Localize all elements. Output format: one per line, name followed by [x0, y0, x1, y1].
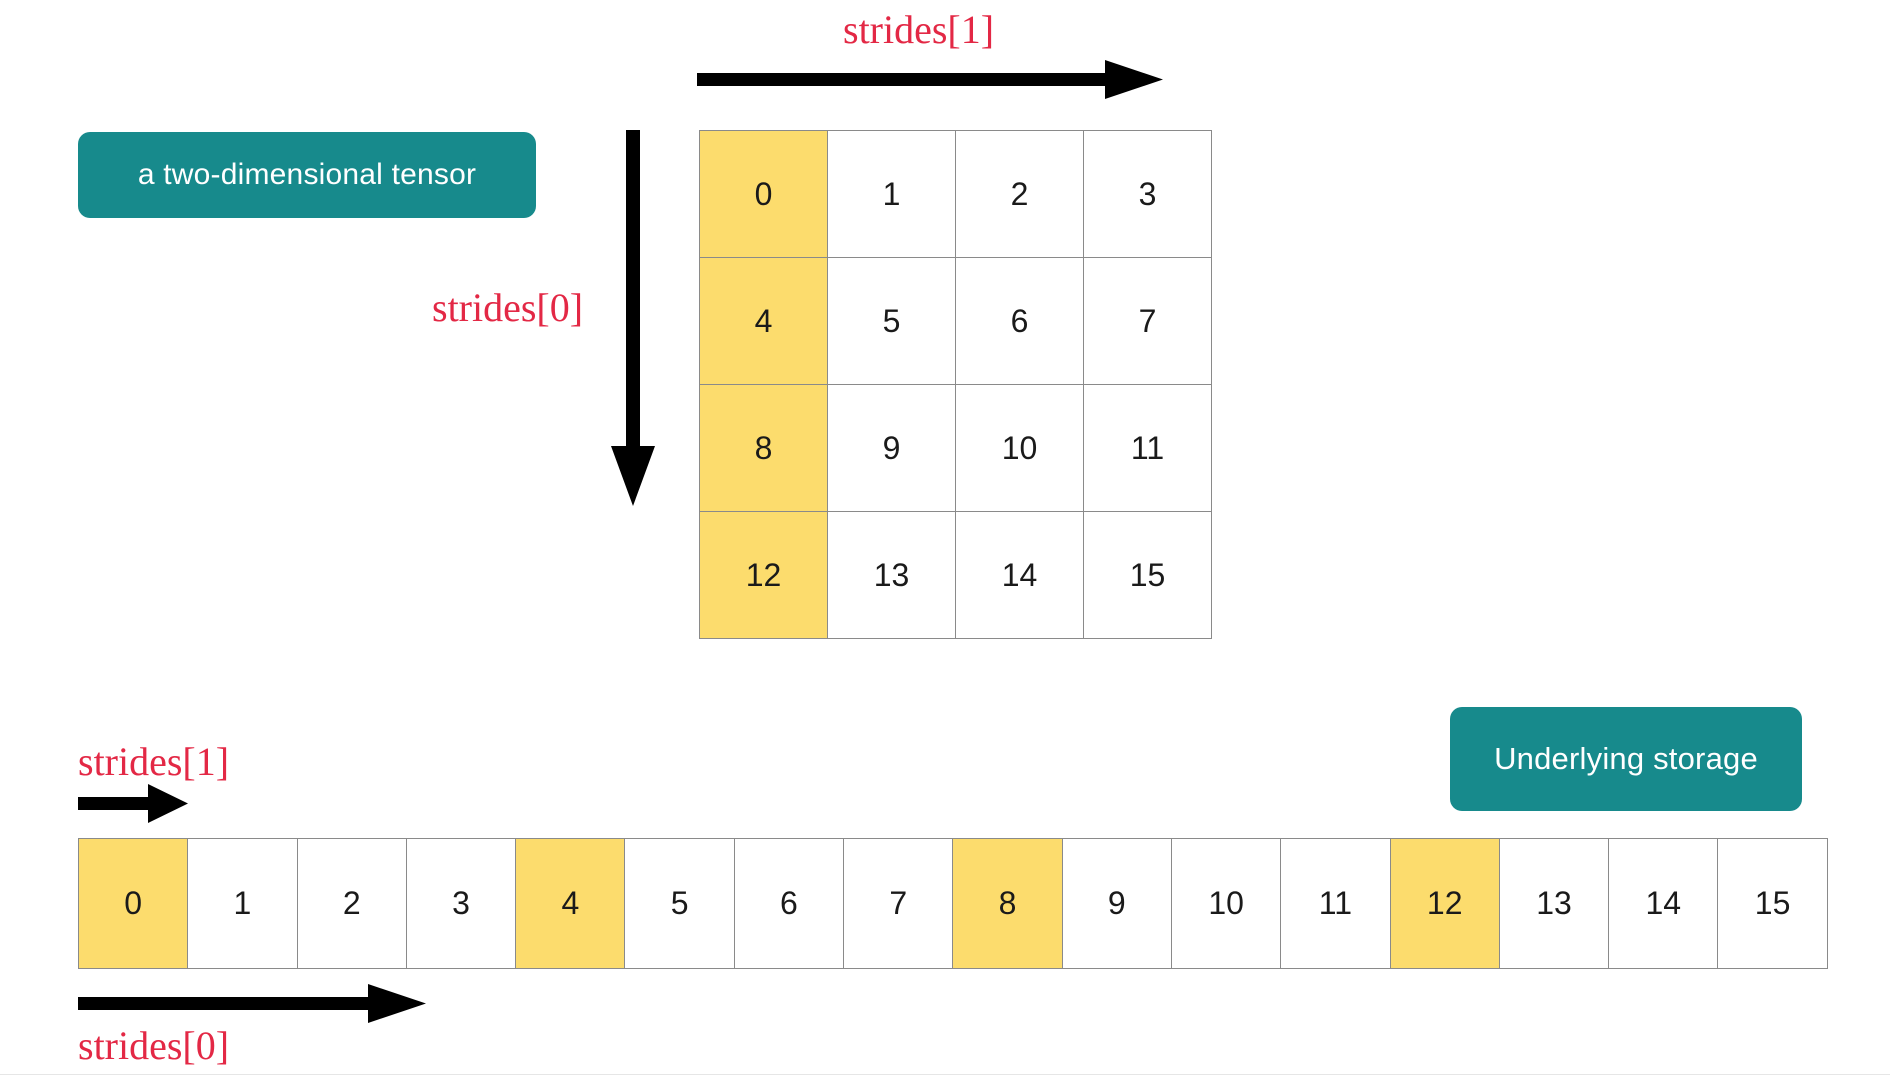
- tensor-cell-2-2: 10: [956, 385, 1084, 512]
- tensor-cell-3-3: 15: [1084, 512, 1212, 639]
- page-bottom-rule: [0, 1074, 1890, 1075]
- stride0-left-arrow-icon: [611, 130, 655, 506]
- stride1-top-arrow-icon: [697, 60, 1163, 99]
- stride1-top-label: strides[1]: [843, 7, 995, 52]
- storage-cell-1: 1: [188, 839, 298, 969]
- storage-cell-4: 4: [516, 839, 626, 969]
- tensor-cell-2-1: 9: [828, 385, 956, 512]
- tensor-cell-0-1: 1: [828, 131, 956, 258]
- stride1-bottom-arrow-icon: [78, 784, 188, 823]
- storage-cell-11: 11: [1281, 839, 1391, 969]
- storage-cell-0: 0: [79, 839, 189, 969]
- storage-cell-7: 7: [844, 839, 954, 969]
- storage-label-pill: Underlying storage: [1450, 707, 1802, 811]
- tensor-cell-0-3: 3: [1084, 131, 1212, 258]
- tensor-cell-0-0: 0: [700, 131, 828, 258]
- storage-cell-5: 5: [625, 839, 735, 969]
- storage-cell-9: 9: [1062, 839, 1172, 969]
- tensor-cell-1-2: 6: [956, 258, 1084, 385]
- storage-cell-2: 2: [297, 839, 407, 969]
- storage-cell-10: 10: [1171, 839, 1282, 969]
- stride0-bottom-arrow-icon: [78, 984, 426, 1023]
- tensor-label-text: a two-dimensional tensor: [137, 158, 477, 191]
- tensor-cell-2-0: 8: [700, 385, 828, 512]
- storage-cell-8: 8: [953, 839, 1063, 969]
- tensor-label-pill: a two-dimensional tensor: [78, 132, 536, 218]
- tensor-cell-0-2: 2: [956, 131, 1084, 258]
- storage-cell-6: 6: [734, 839, 845, 969]
- stride1-bottom-label: strides[1]: [78, 739, 230, 784]
- storage-cell-12: 12: [1390, 839, 1500, 969]
- tensor-cell-1-1: 5: [828, 258, 956, 385]
- stride0-left-label: strides[0]: [432, 285, 584, 330]
- tensor-cell-3-0: 12: [700, 512, 828, 639]
- storage-label-text: Underlying storage: [1494, 741, 1758, 776]
- tensor-cell-3-2: 14: [956, 512, 1084, 639]
- storage-cell-3: 3: [406, 839, 517, 969]
- tensor-cell-1-3: 7: [1084, 258, 1212, 385]
- storage-cell-15: 15: [1718, 839, 1828, 969]
- stride0-bottom-label: strides[0]: [78, 1023, 230, 1068]
- storage-cell-13: 13: [1499, 839, 1610, 969]
- tensor-cell-3-1: 13: [828, 512, 956, 639]
- storage-cell-14: 14: [1609, 839, 1719, 969]
- tensor-cell-2-3: 11: [1084, 385, 1212, 512]
- tensor-cell-1-0: 4: [700, 258, 828, 385]
